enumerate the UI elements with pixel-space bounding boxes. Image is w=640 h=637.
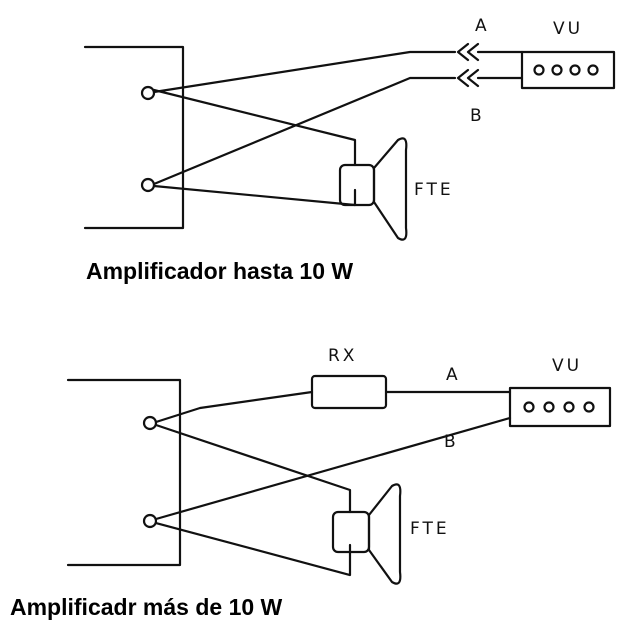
amplifier-terminal-top: [142, 415, 158, 431]
vu-dot: [543, 401, 555, 413]
label-b: B: [470, 106, 485, 126]
speaker-icon: [338, 137, 408, 241]
caption-diagram-2: Amplificadr más de 10 W: [10, 594, 283, 620]
amplifier-terminal-bottom: [142, 513, 158, 529]
vu-dot: [563, 401, 575, 413]
amplifier-terminal-bottom: [140, 177, 156, 193]
wire-to-b: [152, 76, 457, 186]
label-a: A: [475, 16, 490, 36]
label-vu: VU: [552, 356, 582, 376]
diagram-2: RX A B VU FTE: [66, 346, 612, 585]
vu-meter: [520, 50, 616, 90]
amplifier-terminal-top: [140, 85, 156, 101]
wire-to-speaker-bottom: [152, 88, 357, 167]
speaker-icon: [331, 483, 402, 585]
vu-dot: [587, 64, 599, 76]
wire-to-speaker-top: [154, 521, 352, 577]
wire-to-vu-b: [154, 416, 512, 521]
amplifier-box: [66, 378, 182, 567]
vu-dot: [523, 401, 535, 413]
label-vu: VU: [553, 19, 583, 39]
label-fte: FTE: [410, 519, 450, 539]
wire-to-resistor: [154, 390, 314, 424]
wire-to-a: [152, 50, 457, 94]
vu-dot: [551, 64, 563, 76]
label-a: A: [446, 365, 461, 385]
amplifier-box: [83, 45, 185, 230]
wire-to-speaker-bottom: [154, 423, 352, 514]
vu-dot: [569, 64, 581, 76]
label-fte: FTE: [414, 180, 454, 200]
vu-meter: [508, 386, 612, 428]
connector-b-icon: [456, 68, 524, 88]
caption-diagram-1: Amplificador hasta 10 W: [86, 258, 354, 284]
connector-a-icon: [456, 42, 524, 62]
vu-dot: [533, 64, 545, 76]
diagram-1: A B VU FTE: [83, 16, 616, 241]
vu-dot: [583, 401, 595, 413]
label-b: B: [444, 432, 459, 452]
wire-to-speaker-top: [152, 184, 357, 207]
label-rx: RX: [328, 346, 357, 366]
resistor-rx: [310, 374, 388, 410]
